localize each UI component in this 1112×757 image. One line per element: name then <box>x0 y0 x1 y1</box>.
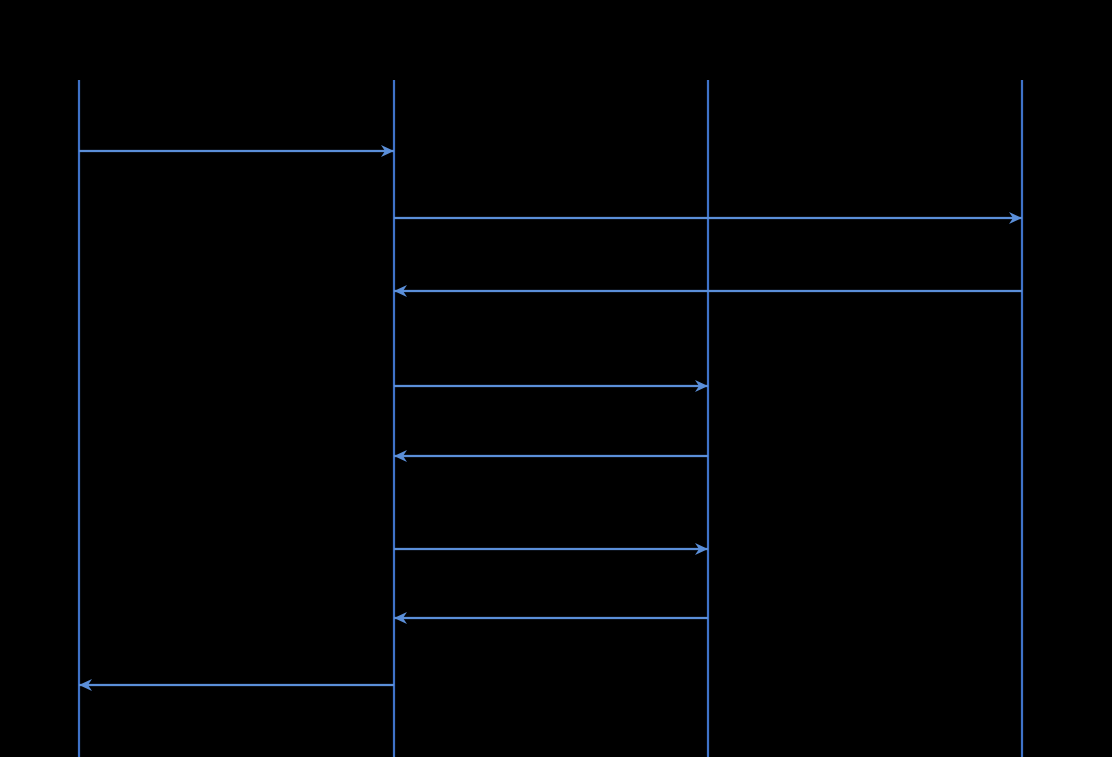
messages-group <box>79 145 1022 691</box>
lifelines-group <box>77 80 1024 757</box>
